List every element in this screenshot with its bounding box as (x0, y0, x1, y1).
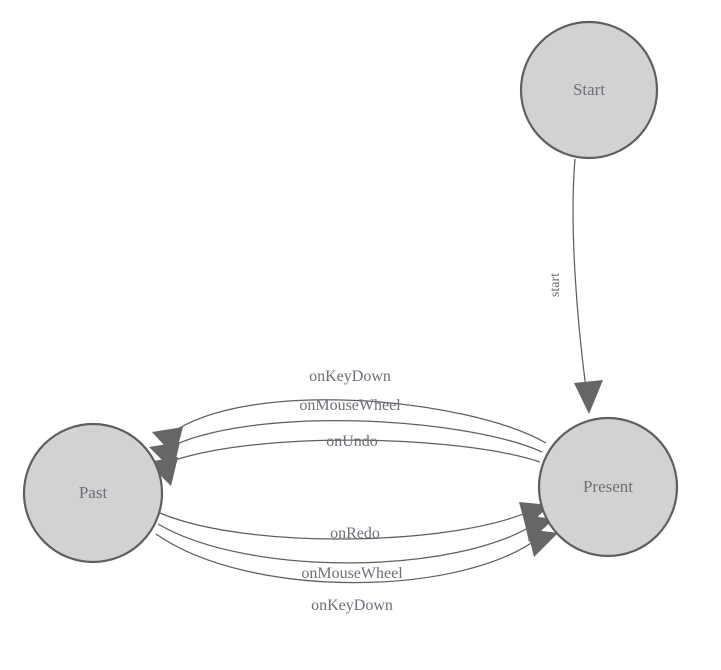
edge-start-to-present-arrowhead (574, 380, 603, 414)
edge-label-onredo: onRedo (330, 525, 380, 542)
edge-past-to-present-onkeydown[interactable]: onKeyDown (155, 529, 558, 614)
edge-start-to-present[interactable]: start (548, 158, 603, 414)
edge-past-to-present-onredo[interactable]: onRedo (159, 502, 550, 542)
node-start-circle (519, 20, 659, 160)
node-present[interactable]: Present (537, 416, 679, 558)
edge-label-onkeydown-bottom: onKeyDown (311, 597, 393, 614)
edge-label-start: start (548, 273, 563, 297)
edge-label-onkeydown-top: onKeyDown (309, 368, 391, 385)
edge-past-to-present-onmousewheel-path (157, 522, 537, 564)
node-past[interactable]: Past (22, 422, 164, 564)
node-present-circle (537, 416, 679, 558)
node-start[interactable]: Start (519, 20, 659, 160)
edge-present-to-past-onundo[interactable]: onUndo (147, 433, 541, 486)
edge-label-onmousewheel-top: onMouseWheel (299, 397, 401, 414)
edge-present-to-past-onmousewheel-path (165, 419, 543, 453)
node-present-label: Present (583, 477, 633, 496)
edge-label-onundo: onUndo (326, 433, 378, 450)
edge-past-to-present-onkeydown-arrowhead (527, 529, 558, 557)
edge-label-onmousewheel-bottom: onMouseWheel (301, 565, 403, 582)
node-past-circle (22, 422, 164, 564)
edge-start-to-present-path (572, 158, 588, 397)
edge-present-to-past-onundo-path (163, 439, 541, 465)
node-start-label: Start (573, 80, 605, 99)
edge-present-to-past-onkeydown-path (169, 399, 547, 444)
edge-past-to-present-onredo-path (159, 509, 533, 540)
edge-past-to-present-onkeydown-path (155, 533, 542, 584)
node-past-label: Past (79, 483, 108, 502)
